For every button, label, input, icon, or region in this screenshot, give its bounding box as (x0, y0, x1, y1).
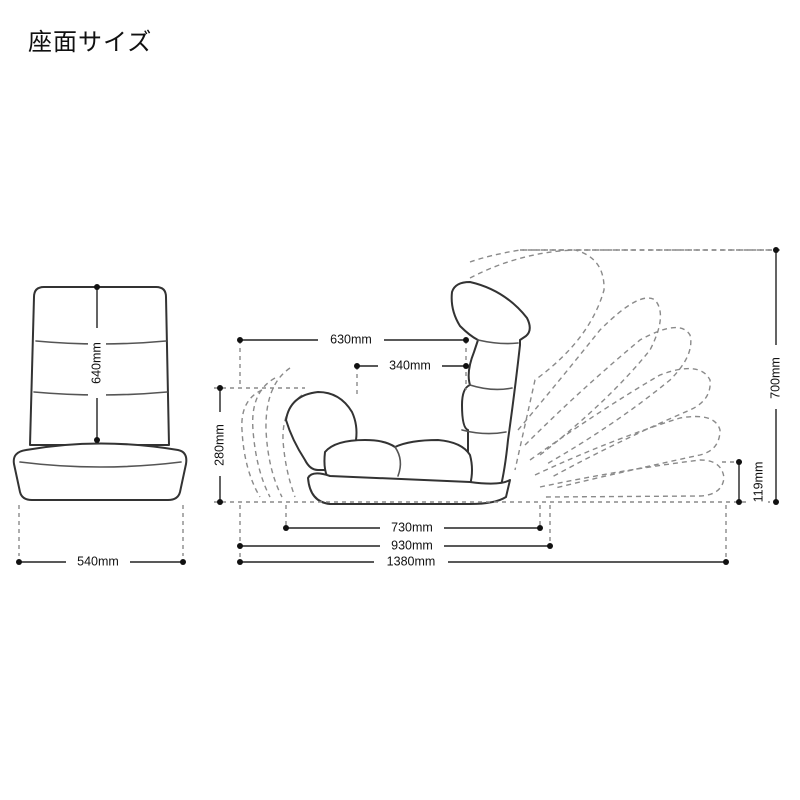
side-backrest-seam-3 (461, 429, 507, 435)
dim-label-bg (211, 412, 229, 476)
dim-label-630: 630mm (330, 332, 372, 346)
side-backrest-seam-2 (469, 384, 513, 391)
dim-endpoint (217, 499, 223, 505)
dim-label-930: 930mm (391, 538, 433, 552)
dim-endpoint (237, 543, 243, 549)
dim-endpoint (94, 437, 100, 443)
dim-endpoint (547, 543, 553, 549)
front-seat-seam (19, 461, 182, 468)
dim-endpoint (773, 499, 779, 505)
dim-endpoint (237, 559, 243, 565)
dim-label-540: 540mm (77, 554, 119, 568)
dim-endpoint (217, 385, 223, 391)
dim-endpoint (537, 525, 543, 531)
side-seat-seam (394, 446, 402, 477)
side-view: 630mm 340mm 280mm 730mm 930mm (211, 247, 785, 570)
recline-ghost-positions (241, 249, 780, 498)
dim-label-bg (66, 554, 130, 570)
dim-endpoint (16, 559, 22, 565)
dim-label-bg (88, 328, 106, 398)
dim-label-bg (378, 358, 442, 374)
dim-label-340: 340mm (389, 358, 431, 372)
dim-endpoint (180, 559, 186, 565)
dim-endpoint (354, 363, 360, 369)
dim-label-bg (380, 538, 444, 554)
front-view: 640mm 540mm (12, 284, 188, 570)
dim-label-bg (750, 455, 768, 509)
dim-label-bg (767, 345, 785, 409)
side-backrest-seam-1 (477, 339, 519, 345)
dim-endpoint (463, 337, 469, 343)
dim-endpoint (736, 499, 742, 505)
dim-endpoint (773, 247, 779, 253)
dim-label-280: 280mm (212, 424, 226, 466)
page-title: 座面サイズ (28, 28, 153, 56)
dim-label-bg (380, 520, 444, 536)
dim-label-bg (318, 332, 384, 348)
dim-endpoint (283, 525, 289, 531)
dim-endpoint (723, 559, 729, 565)
front-seat-cushion (12, 442, 188, 501)
dim-label-640: 640mm (89, 342, 103, 384)
dim-endpoint (237, 337, 243, 343)
dim-label-730: 730mm (391, 520, 433, 534)
dim-label-700: 700mm (768, 357, 782, 399)
dim-label-bg (374, 554, 448, 570)
dim-endpoint (463, 363, 469, 369)
dim-endpoint (94, 284, 100, 290)
dim-label-119: 119mm (751, 462, 765, 503)
dim-label-1380: 1380mm (387, 554, 436, 568)
dim-endpoint (736, 459, 742, 465)
